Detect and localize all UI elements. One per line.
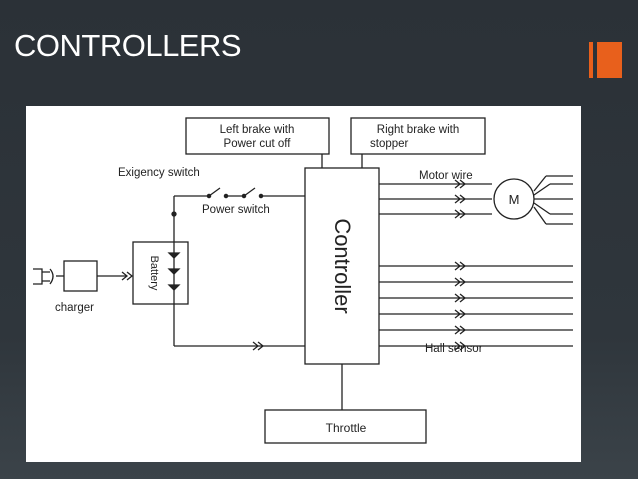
diagram-panel: Left brake with Power cut off Right brak… bbox=[26, 106, 581, 462]
right-brake-box bbox=[350, 117, 486, 155]
accent-bar bbox=[589, 42, 622, 78]
battery-label: Battery bbox=[148, 256, 160, 291]
power-switch-label: Power switch bbox=[202, 204, 270, 216]
hall-sensor-wires bbox=[379, 261, 573, 351]
accent-bar-thick bbox=[597, 42, 622, 78]
motor-label: M bbox=[509, 192, 520, 207]
controller-label: Controller bbox=[330, 218, 355, 313]
throttle-box bbox=[264, 409, 427, 444]
slide-title: CONTROLLERS bbox=[14, 28, 242, 63]
hall-sensor-label: Hall sensor bbox=[425, 343, 483, 355]
motor-wire-label: Motor wire bbox=[419, 170, 473, 182]
wiring-diagram: Left brake with Power cut off Right brak… bbox=[33, 117, 573, 444]
accent-bar-thin bbox=[589, 42, 593, 78]
charger-label: charger bbox=[55, 302, 94, 314]
battery-box bbox=[132, 241, 189, 305]
throttle-label: Throttle bbox=[326, 421, 367, 435]
right-brake-label-2: stopper bbox=[370, 138, 409, 150]
left-brake-label-1: Left brake with bbox=[220, 124, 295, 136]
right-brake-label-1: Right brake with bbox=[377, 124, 459, 136]
left-brake-label-2: Power cut off bbox=[224, 138, 292, 150]
exigency-switch-label: Exigency switch bbox=[118, 167, 200, 179]
motor-wires bbox=[379, 179, 492, 219]
charger-box bbox=[63, 260, 98, 292]
left-brake-box bbox=[185, 117, 330, 155]
